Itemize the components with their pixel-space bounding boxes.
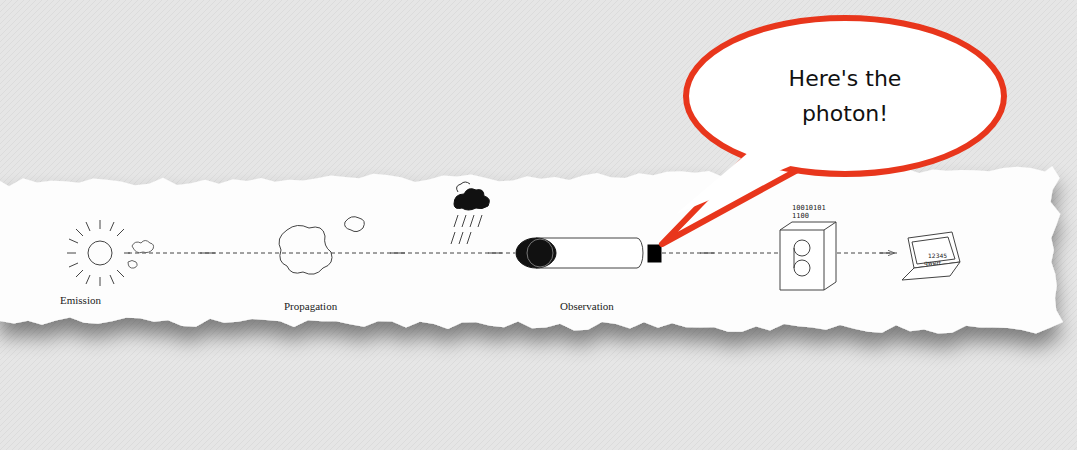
bubble-outline	[680, 12, 1010, 180]
stage-label: Propagation	[284, 300, 337, 312]
rain-cloud	[451, 182, 489, 244]
binary-readout: 1100	[792, 212, 809, 220]
telescope	[516, 238, 643, 268]
stage-label: Emission	[60, 294, 101, 306]
stage-label: Observation	[560, 300, 614, 312]
speech-bubble: Here's the photon!	[680, 12, 1010, 180]
keyboard-text: 12345	[928, 252, 947, 259]
torn-paper	[0, 166, 1063, 334]
sun-symbol	[67, 220, 154, 286]
computer-symbol	[780, 222, 836, 290]
keyboard-text: qwert	[924, 259, 941, 266]
binary-readout: 10010101	[792, 204, 826, 212]
laptop-symbol	[902, 232, 960, 280]
bubble-text: Here's the photon!	[758, 61, 933, 131]
detector	[648, 245, 661, 262]
gas-cloud	[279, 225, 332, 274]
gas-cloud-small	[345, 217, 365, 232]
